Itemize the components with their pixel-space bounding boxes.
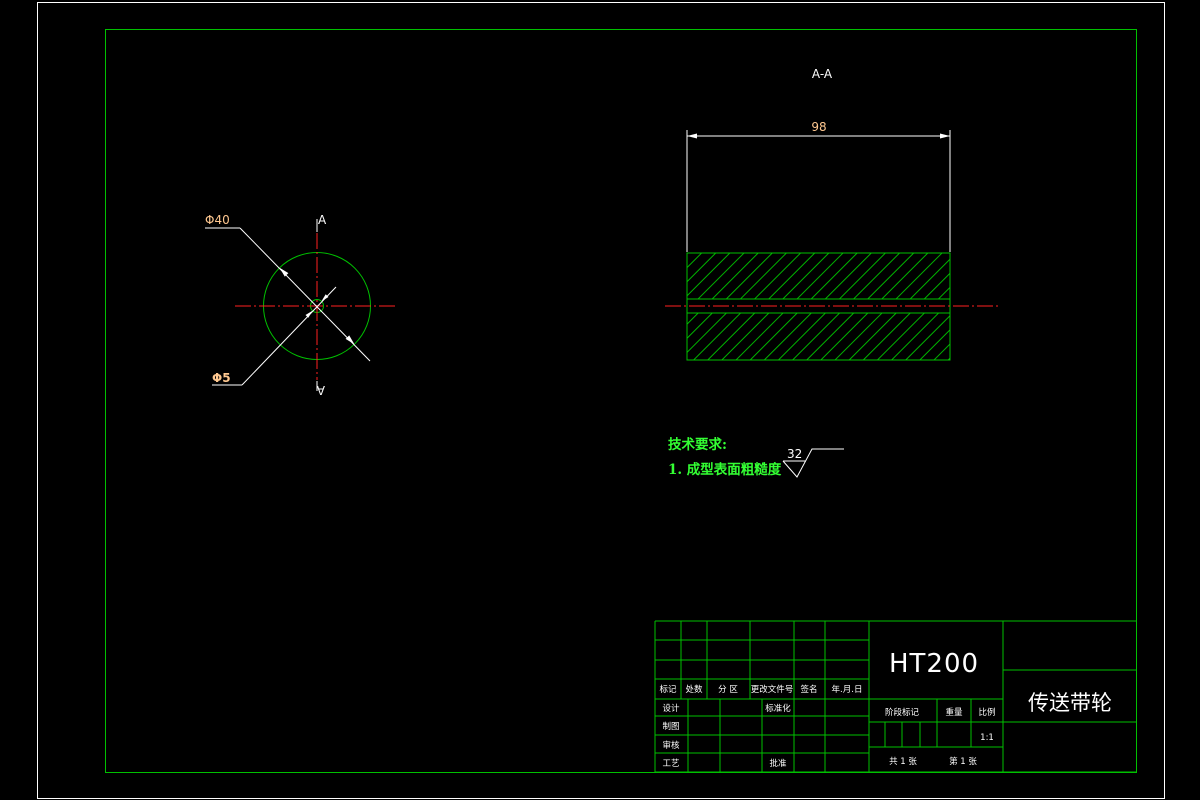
role-process: 工艺 [662, 759, 679, 769]
section-view-title: A-A [812, 67, 833, 81]
length-dimension-label: 98 [811, 120, 826, 134]
title-block: 标记 处数 分 区 更改文件号 签名 年.月.日 设计 标准化 制图 审核 工艺… [654, 620, 1137, 773]
bore-diameter-arrow-lower [305, 310, 313, 318]
roughness-value: 32 [787, 447, 802, 461]
weight-label: 重量 [945, 707, 963, 718]
revision-header-signature: 签名 [800, 684, 817, 695]
outer-diameter-arrow-lower [345, 335, 355, 345]
role-drafting: 制图 [662, 721, 679, 732]
sheet-total: 共 1 张 [889, 757, 917, 767]
role-review: 审核 [662, 740, 680, 751]
revision-header-date: 年.月.日 [832, 684, 863, 695]
revision-header-mark: 标记 [659, 684, 677, 695]
bore-diameter-arrow-upper [321, 294, 329, 302]
length-dimension-arrow-left [687, 133, 697, 139]
revision-header-count: 处数 [685, 684, 703, 695]
sheet-number: 第 1 张 [949, 756, 977, 767]
front-view: A A Φ40 Φ5 [205, 213, 398, 397]
hatched-region-lower [687, 313, 950, 360]
scale-label: 比例 [978, 707, 995, 718]
bore-diameter-leader [241, 286, 337, 386]
outer-diameter-arrow-upper [279, 267, 289, 277]
section-view: A-A 98 [665, 67, 998, 361]
section-mark-bottom-label: A [316, 383, 325, 397]
roughness-symbol [782, 448, 844, 478]
role-design: 设计 [662, 703, 680, 714]
revision-header-document: 更改文件号 [751, 684, 794, 695]
revision-header-zone: 分 区 [718, 685, 738, 695]
requirements-item-1: 1. 成型表面粗糙度 [668, 461, 782, 478]
length-dimension-arrow-right [940, 133, 950, 139]
part-name: 传送带轮 [1028, 691, 1112, 715]
outer-diameter-label: Φ40 [205, 213, 230, 227]
section-mark-top-label: A [318, 213, 327, 227]
drawing-frame [105, 29, 1137, 773]
sheet-border [37, 2, 1165, 799]
material-label: HT200 [889, 649, 979, 679]
requirements-heading: 技术要求: [668, 436, 727, 453]
bore-diameter-label: Φ5 [212, 371, 231, 385]
technical-requirements: 技术要求: 1. 成型表面粗糙度 32 [668, 436, 844, 478]
scale-value: 1:1 [980, 733, 994, 743]
hatched-region-upper [687, 253, 950, 299]
role-approval: 批准 [769, 758, 787, 769]
role-standardization: 标准化 [765, 703, 791, 714]
stage-mark-label: 阶段标记 [885, 707, 920, 718]
